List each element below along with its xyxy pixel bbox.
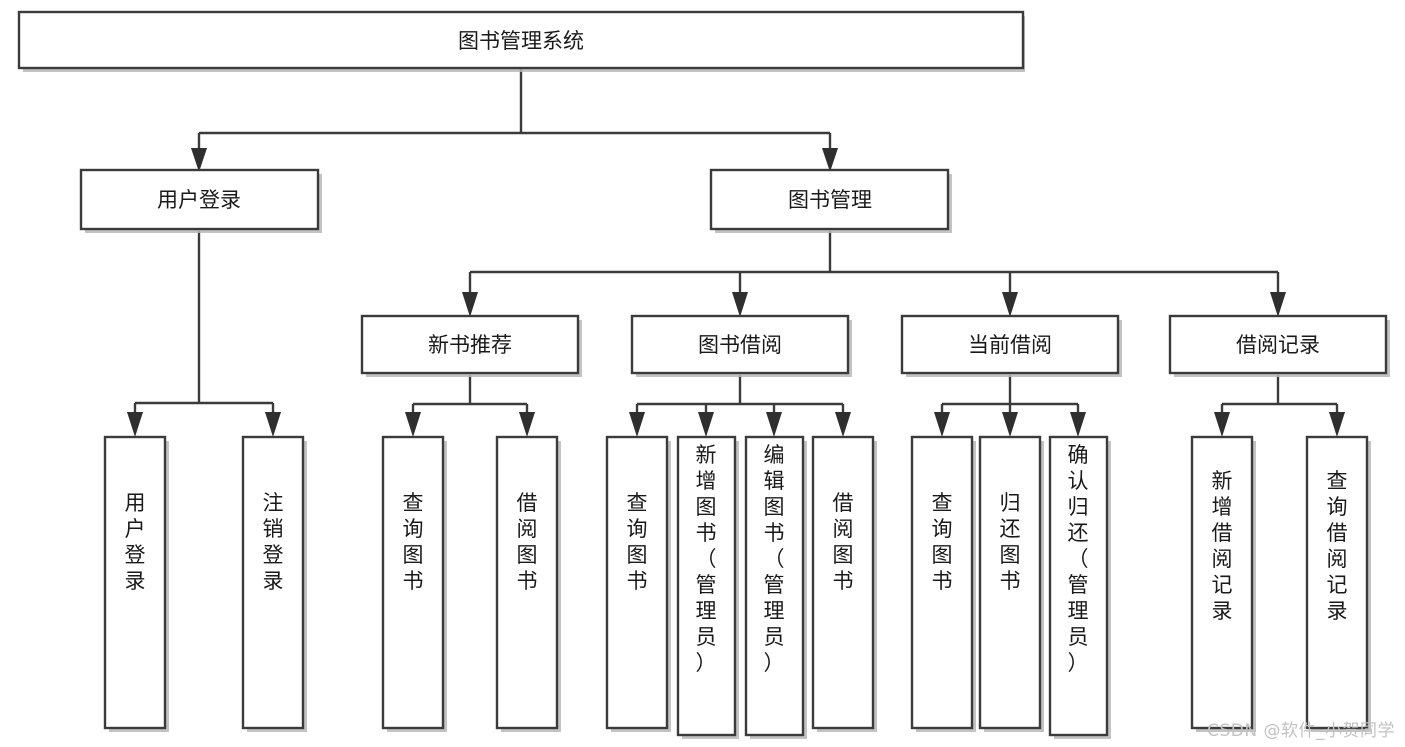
leaf-logout-login-label: 注销登录 bbox=[263, 491, 284, 593]
user-login-label: 用户登录 bbox=[157, 188, 241, 212]
node-leaf-query-book-1[interactable]: 查询图书 bbox=[381, 435, 447, 732]
csdn-watermark: CSDN @软件_小贺同学 bbox=[1207, 721, 1395, 741]
node-root[interactable]: 图书管理系统 bbox=[17, 10, 1025, 72]
leaf-query-book-3-label: 查询图书 bbox=[932, 491, 953, 593]
leaf-query-record-label: 查询借阅记录 bbox=[1327, 469, 1348, 623]
book-borrow-box bbox=[630, 314, 850, 375]
current-borrow-label: 当前借阅 bbox=[968, 333, 1052, 357]
arrow-head-leaf-edit-book bbox=[766, 412, 782, 437]
arrow-head-leaf-add-book bbox=[698, 412, 714, 437]
leaf-borrow-book-2-label: 借阅图书 bbox=[833, 491, 854, 593]
user-login-box bbox=[79, 168, 320, 231]
leaf-borrow-book-1-label: 借阅图书 bbox=[517, 491, 538, 593]
arrow-head-book-management bbox=[822, 148, 838, 172]
node-leaf-return-book[interactable]: 归还图书 bbox=[978, 435, 1044, 732]
leaf-user-login-box bbox=[103, 435, 167, 730]
leaf-borrow-book-2-box bbox=[811, 435, 875, 730]
arrow-head-borrow-record bbox=[1270, 292, 1286, 317]
node-book-borrow[interactable]: 图书借阅 bbox=[630, 314, 852, 377]
leaf-add-record-label: 新增借阅记录 bbox=[1212, 469, 1233, 623]
leaf-add-book-box bbox=[676, 435, 737, 737]
node-leaf-borrow-book-2[interactable]: 借阅图书 bbox=[811, 435, 877, 732]
node-leaf-add-record[interactable]: 新增借阅记录 bbox=[1190, 435, 1256, 732]
arrow-head-leaf-return-book bbox=[1002, 412, 1018, 437]
node-leaf-user-login[interactable]: 用户登录 bbox=[103, 435, 169, 732]
leaf-query-record-box bbox=[1305, 435, 1369, 730]
leaf-query-book-1-label: 查询图书 bbox=[403, 491, 424, 593]
book-management-label: 图书管理 bbox=[788, 188, 872, 212]
leaf-add-book-label: 新增图书（管理员） bbox=[696, 443, 717, 675]
arrow-head-leaf-query-book-3 bbox=[934, 412, 950, 437]
node-new-book-recommend[interactable]: 新书推荐 bbox=[360, 314, 582, 377]
arrow-head-leaf-logout-login bbox=[265, 412, 281, 437]
root-box bbox=[17, 10, 1025, 70]
borrow-record-label: 借阅记录 bbox=[1236, 333, 1320, 357]
leaf-query-book-2-label: 查询图书 bbox=[627, 491, 648, 593]
book-management-box bbox=[709, 168, 950, 231]
node-leaf-query-record[interactable]: 查询借阅记录 bbox=[1305, 435, 1371, 732]
arrow-head-new-book-recommend bbox=[462, 292, 478, 317]
leaf-return-book-label: 归还图书 bbox=[1000, 491, 1021, 593]
edge-layer bbox=[127, 68, 1345, 437]
leaf-query-book-2-box bbox=[605, 435, 669, 730]
current-borrow-box bbox=[900, 314, 1120, 375]
book-borrow-label: 图书借阅 bbox=[698, 333, 782, 357]
leaf-edit-book-box bbox=[744, 435, 805, 737]
node-leaf-borrow-book-1[interactable]: 借阅图书 bbox=[495, 435, 561, 732]
arrow-head-current-borrow bbox=[1002, 292, 1018, 317]
leaf-add-record-box bbox=[1190, 435, 1254, 730]
leaf-edit-book-label: 编辑图书（管理员） bbox=[764, 443, 785, 675]
node-leaf-query-book-2[interactable]: 查询图书 bbox=[605, 435, 671, 732]
leaf-user-login-label: 用户登录 bbox=[125, 491, 146, 593]
leaf-logout-login-box bbox=[241, 435, 305, 730]
leaf-borrow-book-1-box bbox=[495, 435, 559, 730]
arrow-head-leaf-borrow-book-2 bbox=[835, 412, 851, 437]
node-leaf-confirm-return[interactable]: 确认归还（管理员） bbox=[1048, 435, 1111, 739]
node-leaf-query-book-3[interactable]: 查询图书 bbox=[910, 435, 976, 732]
arrow-head-leaf-borrow-book-1 bbox=[519, 412, 535, 437]
leaf-query-book-1-box bbox=[381, 435, 445, 730]
new-book-recommend-label: 新书推荐 bbox=[428, 333, 512, 357]
arrow-head-leaf-confirm-return bbox=[1070, 412, 1086, 437]
arrow-head-leaf-add-record bbox=[1214, 412, 1230, 437]
arrow-head-leaf-query-book-2 bbox=[629, 412, 645, 437]
arrow-head-user-login bbox=[191, 148, 207, 172]
arrow-head-book-borrow bbox=[732, 292, 748, 317]
node-book-management[interactable]: 图书管理 bbox=[709, 168, 952, 233]
root-label: 图书管理系统 bbox=[458, 29, 584, 53]
node-leaf-add-book[interactable]: 新增图书（管理员） bbox=[676, 435, 739, 739]
node-leaf-edit-book[interactable]: 编辑图书（管理员） bbox=[744, 435, 807, 739]
leaf-confirm-return-box bbox=[1048, 435, 1109, 737]
node-leaf-logout-login[interactable]: 注销登录 bbox=[241, 435, 307, 732]
new-book-recommend-box bbox=[360, 314, 580, 375]
leaf-query-book-3-box bbox=[910, 435, 974, 730]
leaf-return-book-box bbox=[978, 435, 1042, 730]
arrow-head-leaf-query-record bbox=[1329, 412, 1345, 437]
node-current-borrow[interactable]: 当前借阅 bbox=[900, 314, 1122, 377]
leaf-confirm-return-label: 确认归还（管理员） bbox=[1068, 443, 1089, 675]
node-borrow-record[interactable]: 借阅记录 bbox=[1168, 314, 1390, 377]
arrow-head-leaf-user-login bbox=[127, 412, 143, 437]
arrow-head-leaf-query-book-1 bbox=[405, 412, 421, 437]
borrow-record-box bbox=[1168, 314, 1388, 375]
node-user-login[interactable]: 用户登录 bbox=[79, 168, 322, 233]
